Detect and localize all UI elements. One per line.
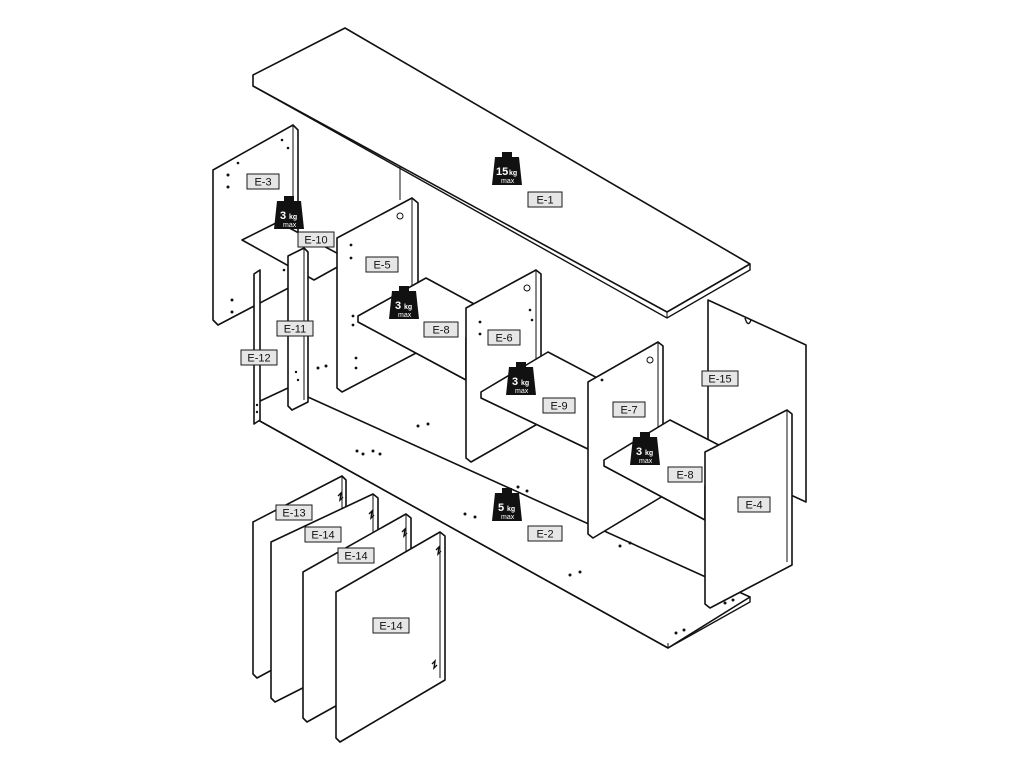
- svg-text:E-12: E-12: [247, 353, 270, 365]
- svg-text:max: max: [501, 178, 515, 185]
- svg-text:E-13: E-13: [282, 508, 305, 520]
- svg-text:kg: kg: [289, 214, 297, 221]
- svg-text:E-14: E-14: [311, 530, 334, 542]
- svg-text:max: max: [283, 222, 297, 229]
- svg-text:kg: kg: [645, 450, 653, 457]
- svg-text:E-8: E-8: [432, 325, 449, 337]
- svg-text:E-6: E-6: [495, 333, 512, 345]
- svg-text:max: max: [501, 514, 515, 521]
- weight-icon-top: 15 kg max: [492, 152, 522, 185]
- label-e14-c: E-14: [372, 617, 410, 634]
- svg-text:E-4: E-4: [745, 500, 762, 512]
- label-e4: E-4: [737, 496, 771, 513]
- weight-icon-shelf-middle-right: 3 kg max: [506, 362, 536, 395]
- svg-text:max: max: [515, 388, 529, 395]
- svg-text:E-3: E-3: [254, 177, 271, 189]
- svg-text:kg: kg: [404, 304, 412, 311]
- label-e9: E-9: [542, 397, 576, 414]
- svg-text:E-2: E-2: [536, 529, 553, 541]
- svg-text:E-1: E-1: [536, 195, 553, 207]
- weight-icon-shelf-middle-left: 3 kg max: [389, 286, 419, 319]
- svg-text:kg: kg: [509, 170, 517, 177]
- svg-text:E-5: E-5: [373, 260, 390, 272]
- svg-text:kg: kg: [507, 506, 515, 513]
- label-e15: E-15: [701, 370, 739, 387]
- svg-text:E-15: E-15: [708, 374, 731, 386]
- door-e14-c: [335, 531, 446, 743]
- svg-text:3: 3: [280, 210, 286, 222]
- label-e10: E-10: [297, 231, 335, 248]
- label-e11: E-11: [276, 320, 314, 337]
- svg-text:kg: kg: [521, 380, 529, 387]
- label-e12: E-12: [240, 349, 278, 366]
- svg-text:E-10: E-10: [304, 235, 327, 247]
- svg-text:E-8: E-8: [676, 470, 693, 482]
- label-e2: E-2: [527, 525, 563, 542]
- svg-text:3: 3: [512, 376, 518, 388]
- label-e8-right: E-8: [667, 466, 703, 483]
- svg-text:max: max: [398, 312, 412, 319]
- label-e13: E-13: [275, 504, 313, 521]
- strip-e12: [253, 269, 261, 425]
- label-e7: E-7: [612, 401, 646, 418]
- label-e1: E-1: [527, 191, 563, 208]
- svg-text:E-7: E-7: [620, 405, 637, 417]
- svg-text:3: 3: [636, 446, 642, 458]
- svg-text:3: 3: [395, 300, 401, 312]
- weight-icon-shelf-left: 3 kg max: [274, 196, 304, 229]
- weight-icon-bottom: 5 kg max: [492, 488, 522, 521]
- label-e14-a: E-14: [304, 526, 342, 543]
- label-e14-b: E-14: [337, 547, 375, 564]
- label-e6: E-6: [487, 329, 521, 346]
- svg-text:E-14: E-14: [344, 551, 367, 563]
- label-e3: E-3: [246, 173, 280, 190]
- svg-text:5: 5: [498, 502, 504, 514]
- weight-icon-shelf-right: 3 kg max: [630, 432, 660, 465]
- svg-text:E-11: E-11: [284, 324, 306, 336]
- label-e5: E-5: [365, 256, 399, 273]
- svg-text:max: max: [639, 458, 653, 465]
- svg-text:E-14: E-14: [379, 621, 402, 633]
- label-e8-left: E-8: [423, 321, 459, 338]
- svg-text:15: 15: [496, 166, 508, 178]
- svg-text:E-9: E-9: [550, 401, 567, 413]
